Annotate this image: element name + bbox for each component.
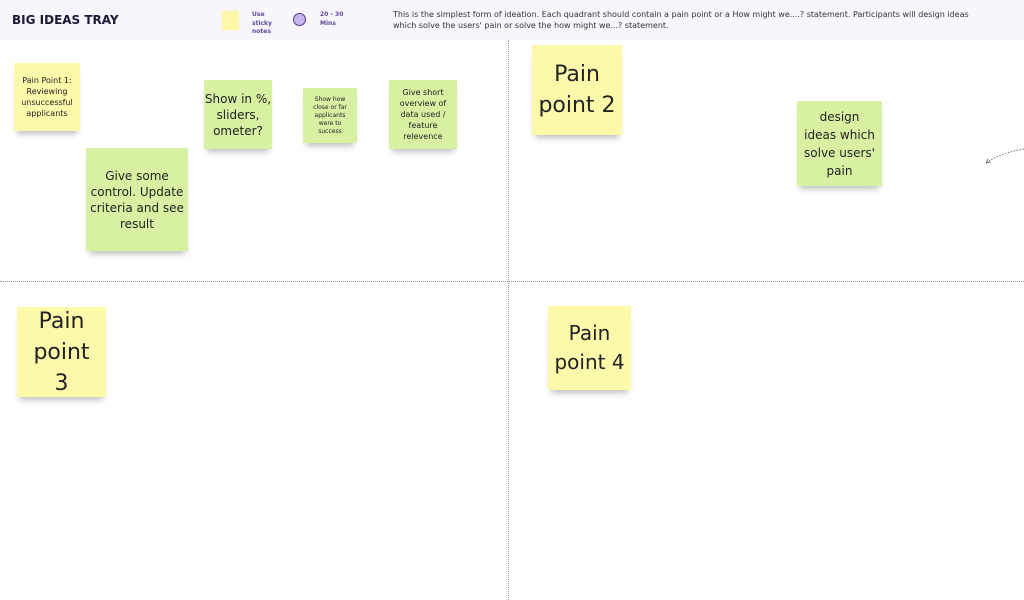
sticky-note-pain-point-4[interactable]: Pain point 4 — [548, 306, 631, 390]
sticky-note-overview[interactable]: Give short overview of data used / featu… — [389, 80, 457, 149]
quadrant-divider-vertical — [508, 40, 509, 600]
sticky-hint: Use sticky notes — [252, 11, 272, 35]
timer-icon — [293, 13, 306, 26]
time-hint: 20 - 30 Mins — [320, 11, 344, 27]
sticky-note-design-ideas[interactable]: design ideas which solve users' pain — [797, 101, 882, 186]
sticky-note-swatch-icon — [222, 11, 239, 30]
sticky-note-pain-point-3[interactable]: Pain point 3 — [17, 307, 106, 397]
instructions: This is the simplest form of ideation. E… — [393, 10, 969, 30]
board-title: BIG IDEAS TRAY — [12, 13, 119, 27]
sticky-note-control[interactable]: Give some control. Update criteria and s… — [86, 148, 188, 251]
sticky-note-closeness[interactable]: Show how close or far applicants were to… — [303, 88, 357, 143]
sticky-note-pain-point-1[interactable]: Pain Point 1: Reviewing unsuccessful app… — [14, 63, 80, 131]
quadrant-divider-horizontal — [0, 281, 1024, 282]
arrow-icon — [985, 148, 1024, 164]
header: BIG IDEAS TRAY Use sticky notes 20 - 30 … — [0, 0, 1024, 40]
sticky-note-sliders[interactable]: Show in %, sliders, ometer? — [204, 80, 272, 149]
sticky-note-pain-point-2[interactable]: Pain point 2 — [532, 45, 622, 135]
